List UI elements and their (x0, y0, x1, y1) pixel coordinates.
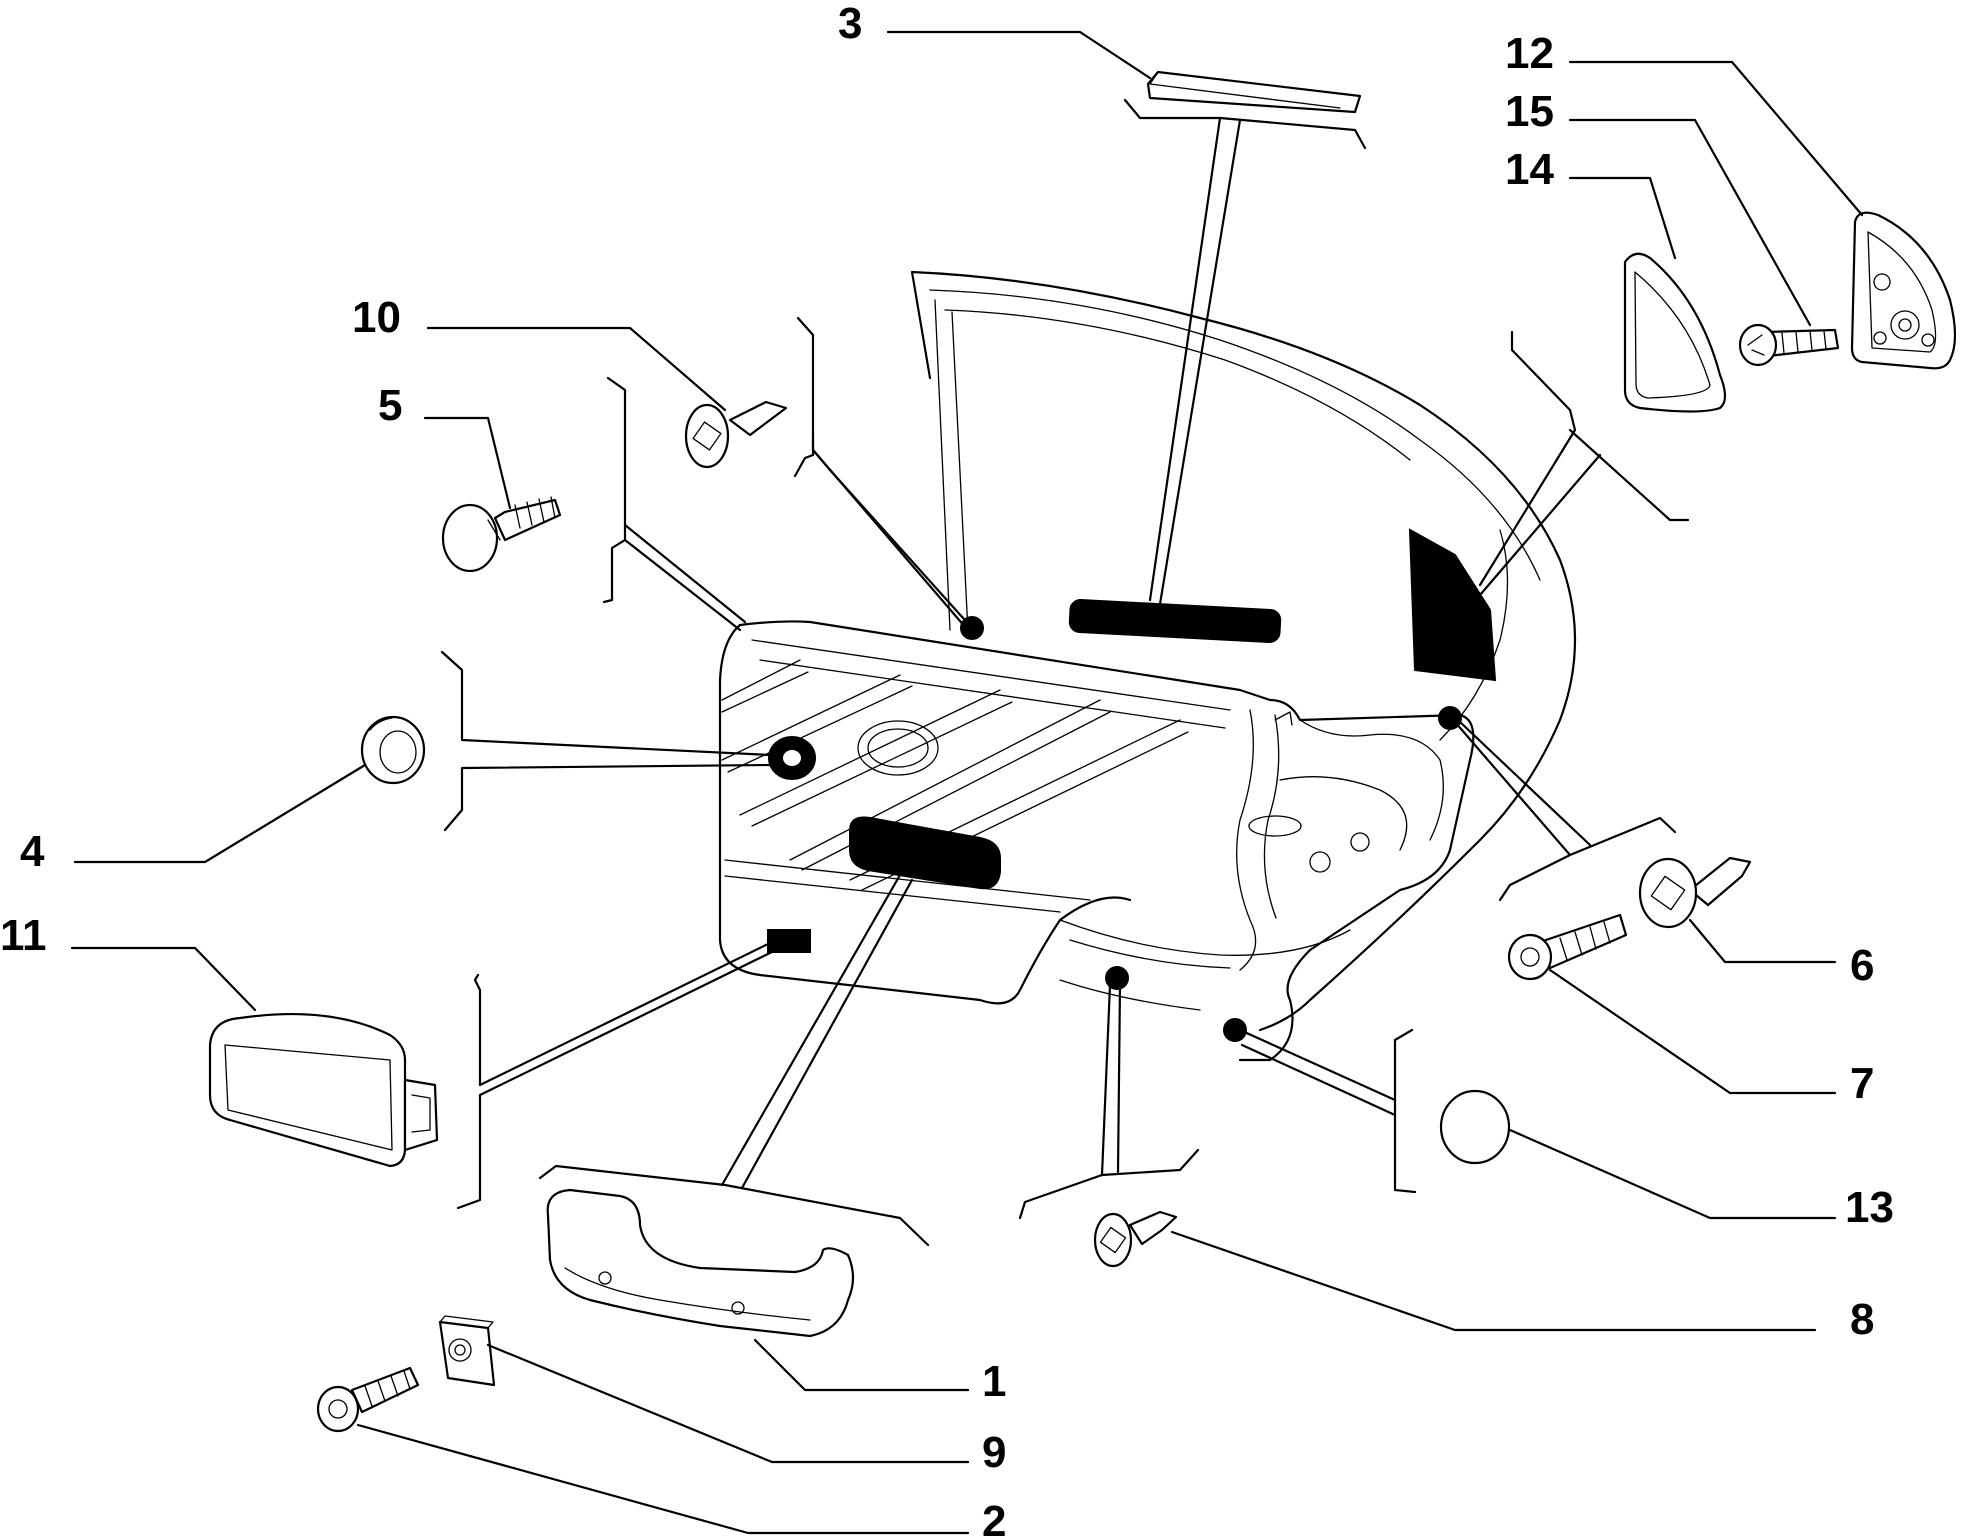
callout-2: 2 (982, 1497, 1006, 1539)
callout-11: 11 (0, 911, 47, 960)
part-8-clip (1093, 1210, 1178, 1268)
part-15-screw (1738, 323, 1840, 367)
callout-labels: 3 12 15 14 10 5 4 11 6 7 13 8 1 9 2 (0, 0, 1894, 1539)
part-1-armrest (546, 1188, 855, 1338)
part-5-push-clip (441, 496, 562, 573)
part-2-screw (316, 1366, 420, 1433)
hole-8 (1105, 966, 1129, 990)
corner-trim-14 (1408, 528, 1497, 682)
rear-door-panel (718, 270, 1577, 1062)
callout-9: 9 (982, 1428, 1006, 1477)
leader-lines (70, 30, 1864, 1535)
part-9-clip-nut (438, 1315, 496, 1387)
part-6-clip (1638, 856, 1752, 929)
callout-8: 8 (1850, 1295, 1874, 1344)
part-14-triangle-trim (1623, 252, 1727, 413)
panel-seal-3 (1068, 599, 1282, 643)
callout-10: 10 (352, 293, 401, 342)
part-12-mirror-base (1850, 211, 1957, 370)
callout-6: 6 (1850, 941, 1874, 990)
callout-14: 14 (1505, 145, 1554, 194)
part-4-grommet (360, 715, 426, 785)
part-13-cap (1439, 1089, 1511, 1165)
part-7-screw (1507, 913, 1628, 981)
callout-1: 1 (982, 1357, 1006, 1406)
part-3-seal-strip (1146, 70, 1362, 114)
callout-5: 5 (378, 381, 402, 430)
switch-slot-11 (767, 929, 811, 953)
callout-3: 3 (838, 0, 862, 48)
callout-7: 7 (1850, 1059, 1874, 1108)
callout-12: 12 (1505, 29, 1554, 78)
part-11-switch-housing (208, 1012, 439, 1168)
armrest-pad-1 (849, 816, 1001, 890)
callout-4: 4 (20, 827, 45, 876)
part-10-clip (684, 400, 788, 469)
callout-13: 13 (1845, 1183, 1894, 1232)
callout-15: 15 (1505, 87, 1554, 136)
hole-13 (1223, 1018, 1247, 1042)
